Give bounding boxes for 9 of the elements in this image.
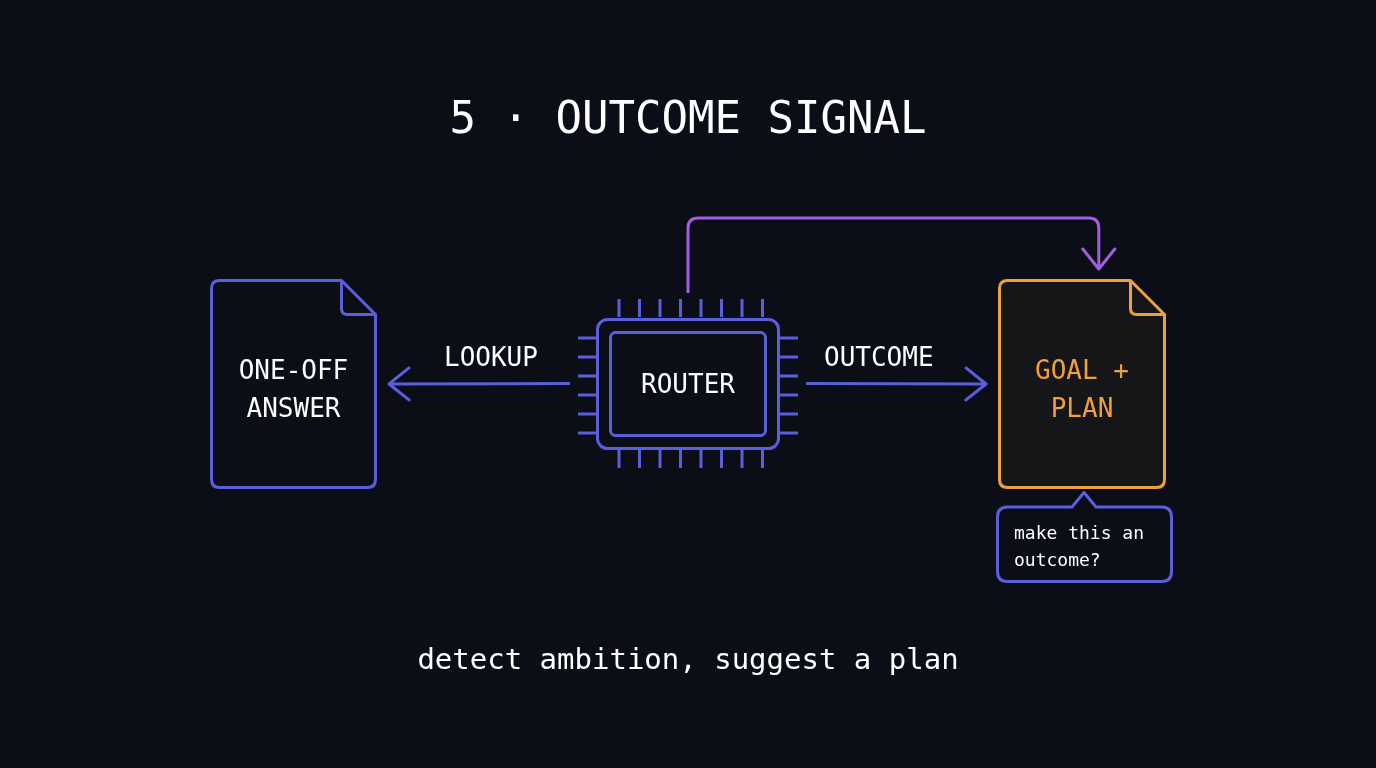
node-label: ONE-OFF ANSWER: [237, 354, 350, 425]
arrow: [806, 366, 988, 402]
node-label: ROUTER: [640, 368, 736, 401]
caption: detect ambition, suggest a plan: [416, 641, 960, 678]
node-label: make this an outcome?: [1014, 521, 1146, 572]
node-label: GOAL + PLAN: [1034, 354, 1130, 425]
arrow: [387, 366, 570, 402]
arrow: [686, 216, 1117, 293]
title: 5 · OUTCOME SIGNAL: [448, 92, 928, 144]
